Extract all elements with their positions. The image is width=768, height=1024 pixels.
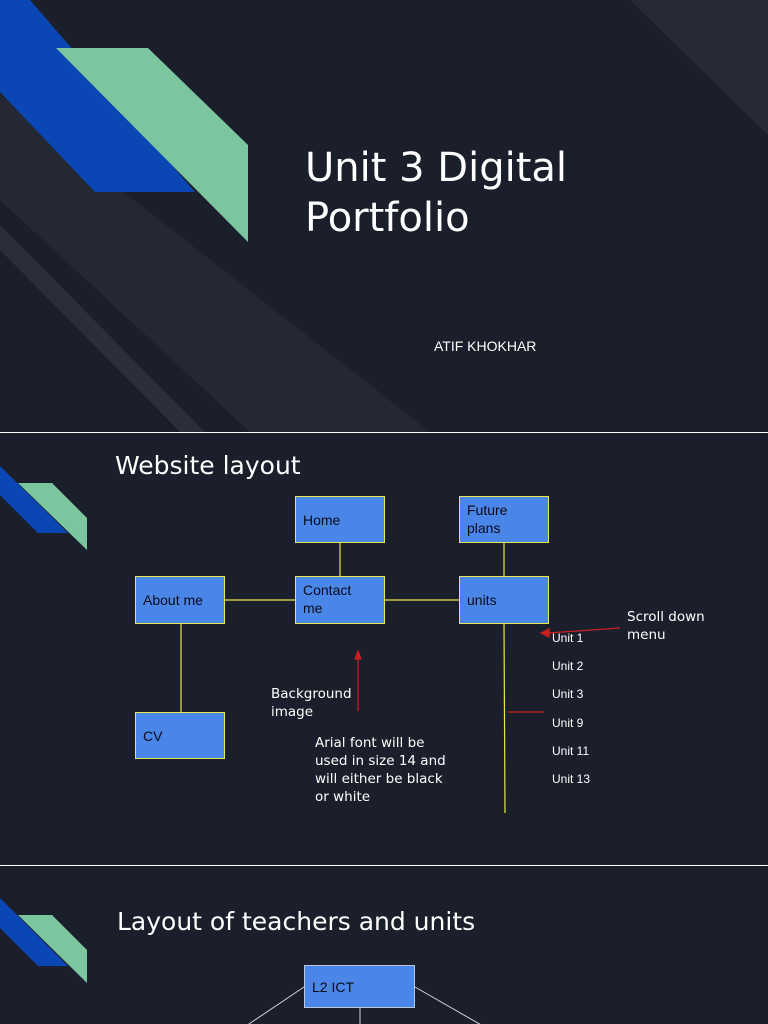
l2-ict-root-box: L2 ICT bbox=[304, 965, 415, 1008]
author-name: ATIF KHOKHAR bbox=[434, 338, 537, 354]
background-image-annotation-line-1: Background bbox=[271, 686, 352, 702]
contact-me-label-line-1: Contact bbox=[303, 582, 352, 598]
l2-ict-label: L2 ICT bbox=[312, 978, 355, 995]
units-label: units bbox=[467, 592, 497, 608]
scroll-menu-annotation-line-2: menu bbox=[627, 627, 666, 643]
cv-page-box: CV bbox=[135, 712, 225, 759]
slide-corner-decoration bbox=[0, 466, 87, 550]
sitemap-connectors bbox=[180, 543, 621, 814]
cv-label: CV bbox=[143, 727, 163, 744]
home-page-label: Home bbox=[303, 511, 341, 528]
font-note-line-2: used in size 14 and bbox=[315, 753, 446, 769]
slide-title: Website layout bbox=[115, 451, 301, 480]
presentation-title: Unit 3 Digital Portfolio bbox=[305, 143, 567, 243]
future-plans-page-box: Future plans bbox=[459, 496, 549, 543]
website-layout-slide: Website layout Home Future plans About m… bbox=[0, 433, 768, 865]
home-page-box: Home bbox=[295, 496, 385, 543]
about-me-page-box: About me bbox=[135, 576, 225, 624]
presentation-title-line-1: Unit 3 Digital bbox=[305, 145, 568, 191]
menu-item-unit-11: Unit 11 bbox=[552, 744, 590, 758]
units-page-box: units bbox=[459, 576, 549, 624]
menu-item-unit-1: Unit 1 bbox=[552, 631, 584, 645]
org-chart-connectors bbox=[248, 986, 481, 1024]
scroll-menu-annotation: Scroll down menu bbox=[627, 608, 705, 644]
contact-me-label-line-2: me bbox=[303, 600, 323, 616]
background-image-annotation: Background image bbox=[271, 685, 352, 721]
teachers-units-slide: Layout of teachers and units L2 ICT bbox=[0, 866, 768, 1024]
menu-item-unit-13: Unit 13 bbox=[552, 772, 591, 786]
menu-item-unit-2: Unit 2 bbox=[552, 659, 584, 673]
future-plans-label-line-1: Future bbox=[467, 502, 508, 518]
slide-title: Layout of teachers and units bbox=[117, 907, 476, 936]
presentation-title-line-2: Portfolio bbox=[305, 195, 470, 241]
font-note-line-3: will either be black bbox=[315, 771, 443, 787]
about-me-label: About me bbox=[143, 592, 203, 608]
font-note-annotation: Arial font will be used in size 14 and w… bbox=[315, 734, 446, 806]
slide-corner-decoration bbox=[0, 898, 87, 983]
title-slide-decoration bbox=[0, 0, 768, 432]
menu-item-unit-9: Unit 9 bbox=[552, 716, 584, 730]
title-slide: Unit 3 Digital Portfolio ATIF KHOKHAR bbox=[0, 0, 768, 432]
future-plans-label-line-2: plans bbox=[467, 520, 501, 536]
menu-item-unit-3: Unit 3 bbox=[552, 687, 584, 701]
contact-me-page-box: Contact me bbox=[295, 576, 385, 624]
scroll-menu-annotation-line-1: Scroll down bbox=[627, 609, 705, 625]
font-note-line-1: Arial font will be bbox=[315, 735, 425, 751]
font-note-line-4: or white bbox=[315, 789, 371, 805]
background-image-annotation-line-2: image bbox=[271, 704, 314, 720]
